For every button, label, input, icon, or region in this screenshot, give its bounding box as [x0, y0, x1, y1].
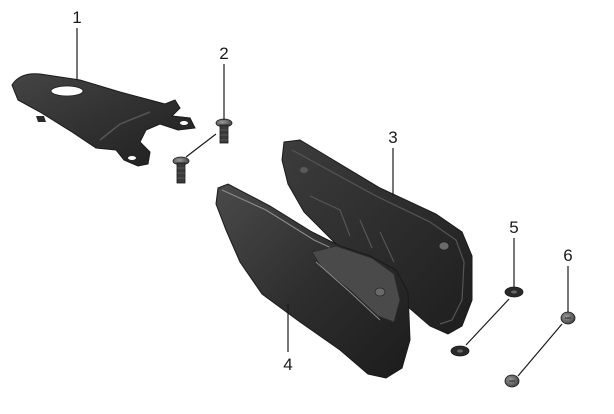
callout-5: 5 [509, 218, 518, 237]
leader-5b [465, 298, 510, 346]
leader-6b [517, 323, 563, 377]
callout-1: 1 [72, 8, 81, 27]
screw-upper [560, 311, 576, 325]
part-1-bracket [11, 73, 196, 167]
bolt-upper [215, 118, 233, 144]
callout-3: 3 [388, 128, 397, 147]
callout-4: 4 [283, 355, 292, 374]
part-3-inner-panel [281, 139, 473, 335]
callout-2: 2 [219, 44, 228, 63]
leader-2b [185, 133, 217, 158]
part-2-bolts [172, 118, 233, 184]
callout-6: 6 [563, 246, 572, 265]
bolt-lower [172, 156, 190, 184]
part-6-screws [504, 311, 576, 388]
callout-numbers: 1 2 3 4 5 6 [72, 8, 572, 374]
part-4-side-cover [215, 183, 411, 379]
screw-lower [504, 374, 520, 388]
leader-lines [76, 28, 569, 377]
